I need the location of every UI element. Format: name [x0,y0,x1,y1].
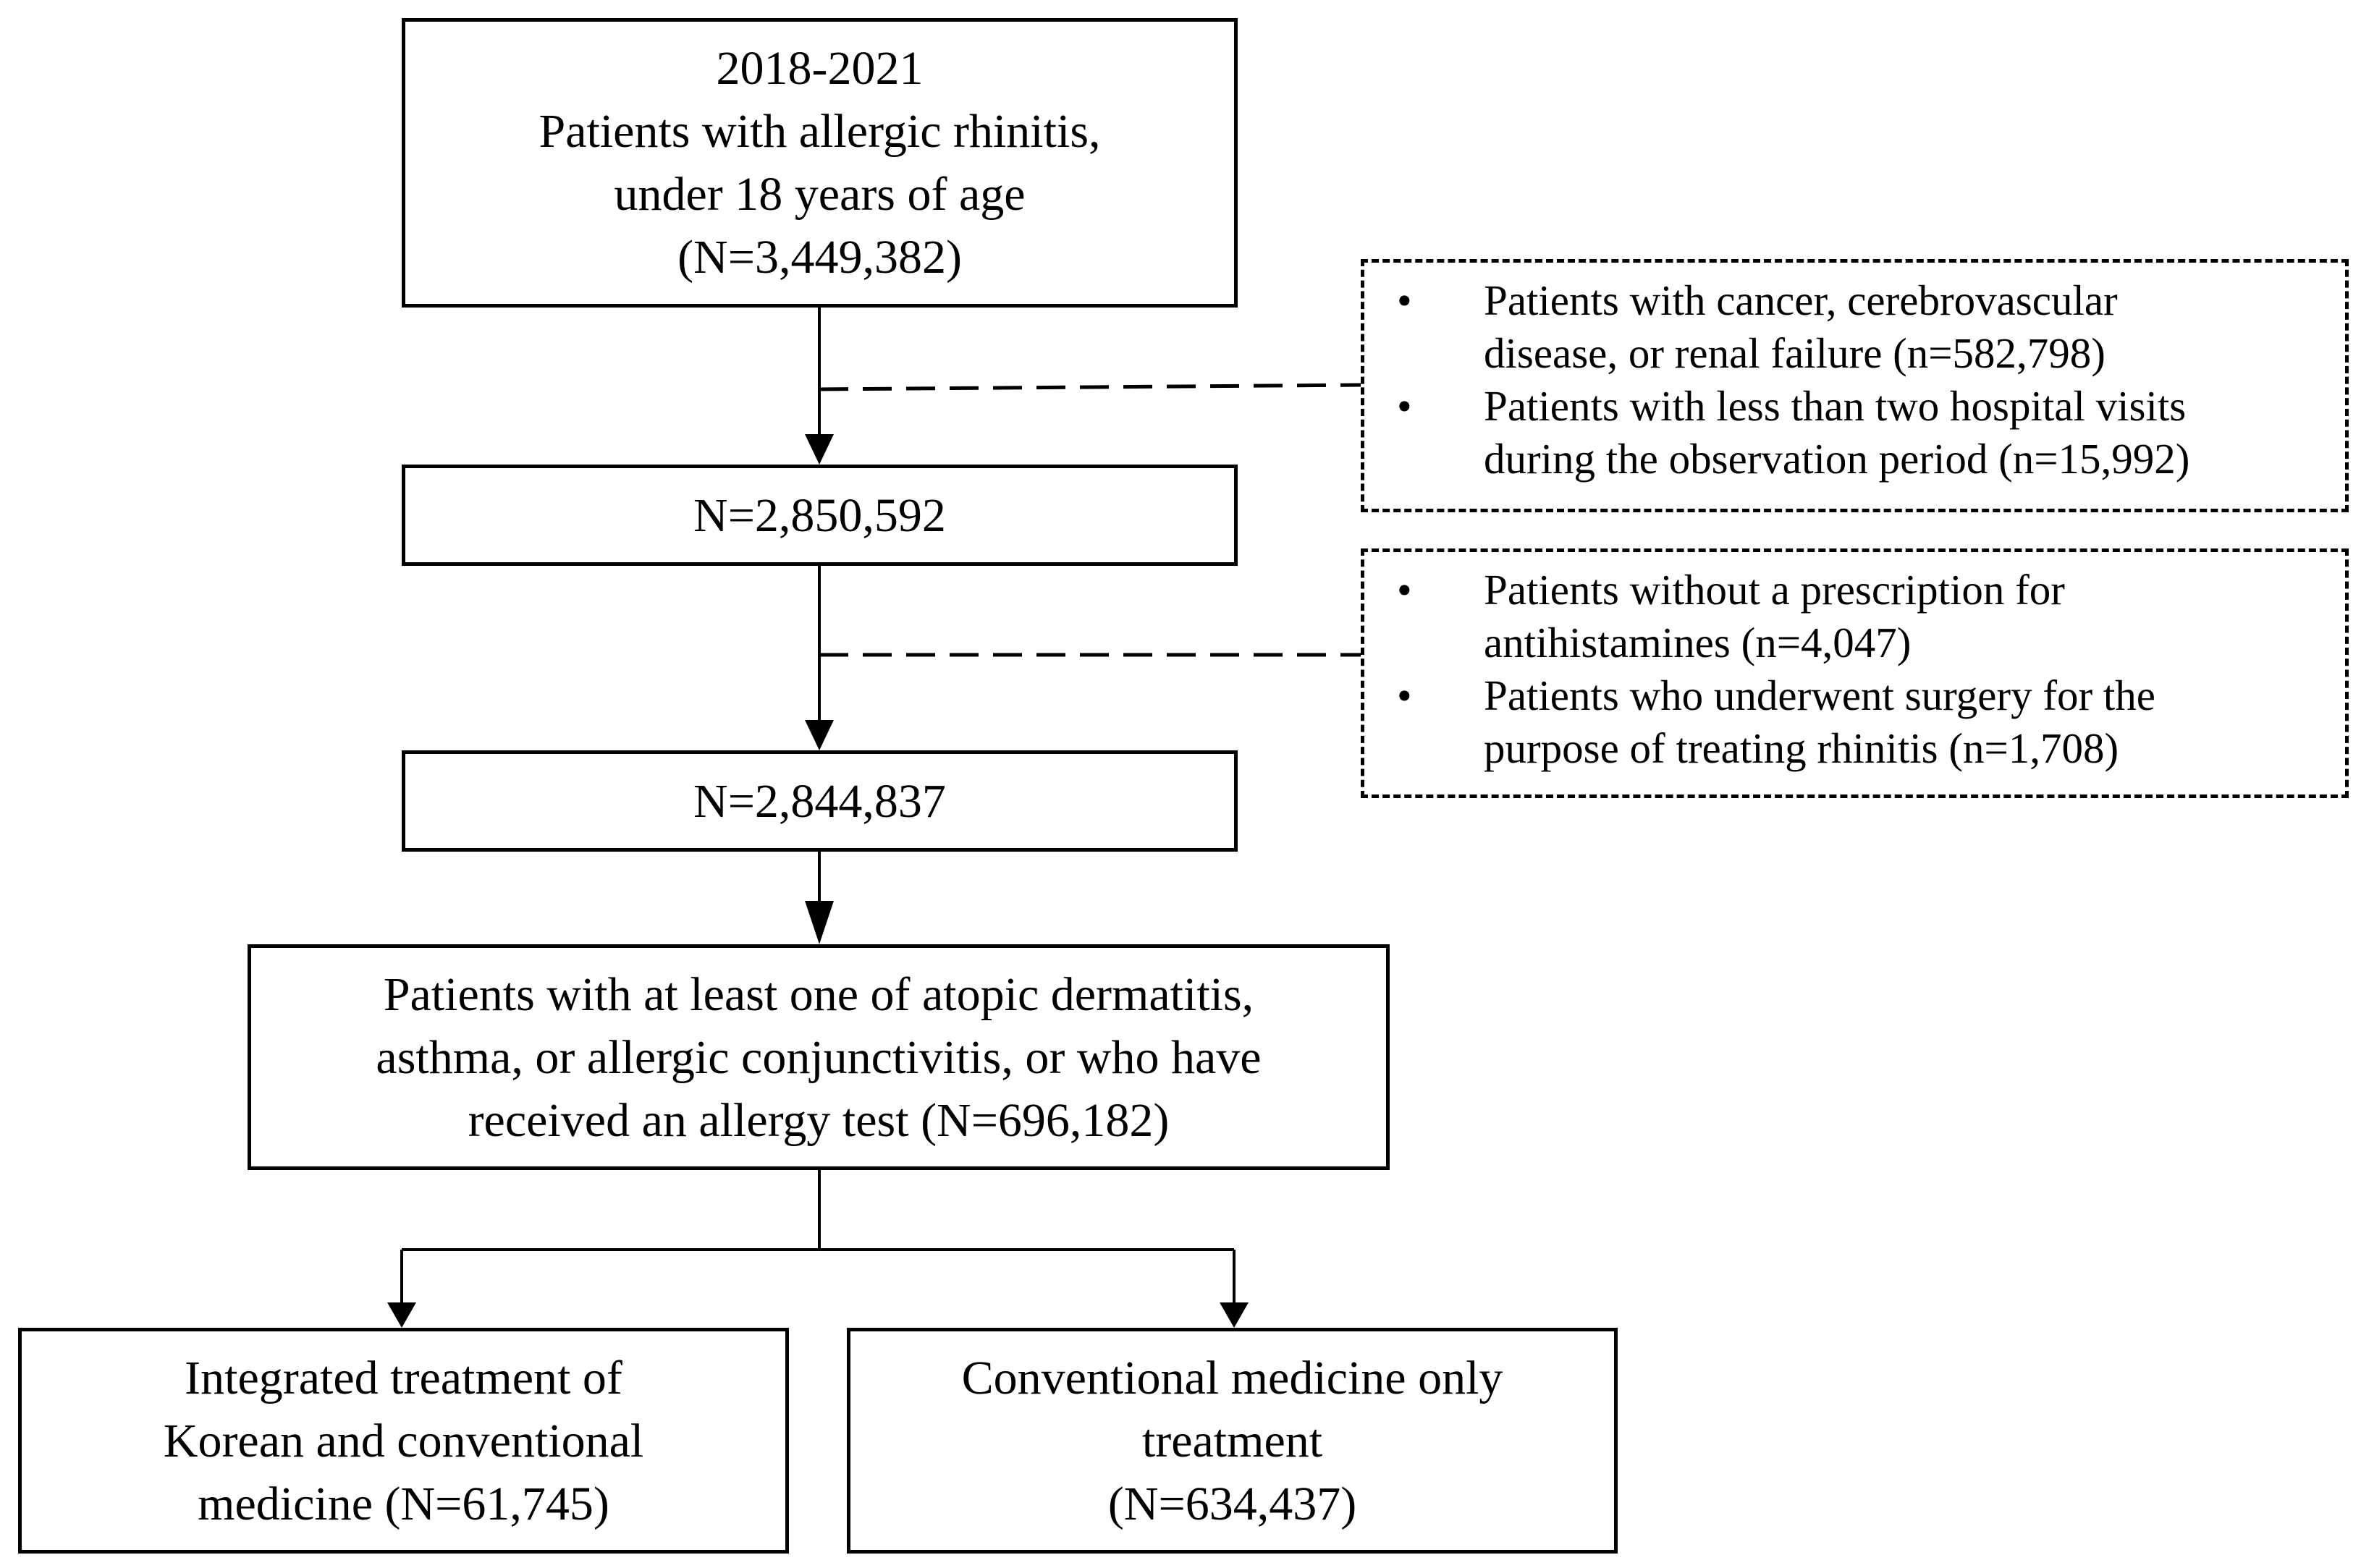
conventional-line-3: (N=634,437) [1107,1477,1357,1530]
start-description-line-2: under 18 years of age [614,168,1026,221]
exclusion-item-surgery: Patients who underwent surgery for the p… [1397,669,2302,775]
arrowhead-conventional [1220,1302,1249,1328]
exclusion-link-1 [819,383,1361,391]
conventional-line-2: treatment [1141,1414,1323,1467]
start-count: (N=3,449,382) [677,231,962,284]
arrowhead-integrated [387,1302,416,1328]
step1-count-box: N=2,850,592 [402,465,1238,566]
subset-line-3: received an allergy test (N=696,182) [468,1093,1170,1147]
integrated-line-2: Korean and conventional [163,1414,644,1467]
start-population-box: 2018-2021 Patients with allergic rhiniti… [402,18,1238,308]
integrated-treatment-box: Integrated treatment of Korean and conve… [18,1328,789,1554]
step2-count: N=2,844,837 [693,774,946,828]
exclusion-box-1: Patients with cancer, cerebrovascular di… [1361,259,2349,512]
allergy-subset-box: Patients with at least one of atopic der… [248,944,1390,1170]
exclusion-item-visits: Patients with less than two hospital vis… [1397,380,2302,486]
start-description-line-1: Patients with allergic rhinitis, [538,105,1101,158]
arrowhead-step2 [805,720,834,750]
step2-count-box: N=2,844,837 [402,750,1238,852]
conventional-line-1: Conventional medicine only [961,1351,1503,1404]
arrowhead-subset [805,901,834,944]
subset-line-2: asthma, or allergic conjunctivitis, or w… [376,1030,1262,1084]
step1-count: N=2,850,592 [693,488,946,542]
exclusion-item-antihistamines: Patients without a prescription for anti… [1397,564,2302,669]
exclusion-box-2: Patients without a prescription for anti… [1361,548,2349,798]
start-period: 2018-2021 [716,42,924,95]
integrated-line-3: medicine (N=61,745) [198,1477,609,1530]
conventional-only-box: Conventional medicine only treatment (N=… [847,1328,1618,1554]
subset-line-1: Patients with at least one of atopic der… [383,967,1254,1021]
integrated-line-1: Integrated treatment of [185,1351,622,1404]
exclusion-item-comorbidity: Patients with cancer, cerebrovascular di… [1397,274,2302,380]
arrowhead-step1 [805,434,834,465]
